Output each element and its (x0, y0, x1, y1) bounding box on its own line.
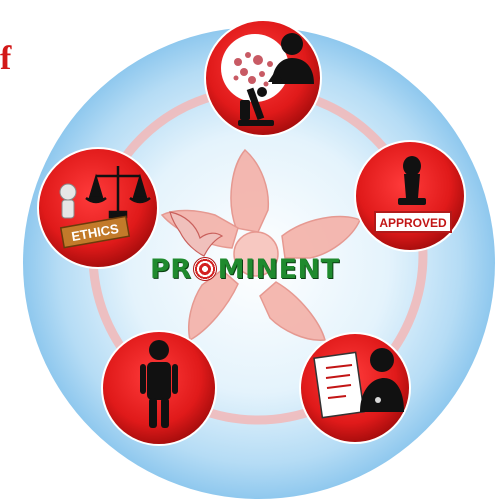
figure-icon (59, 183, 77, 219)
station-laboratory (204, 19, 322, 137)
ethics-board: ETHICS (59, 215, 131, 249)
dove-icon (169, 211, 224, 257)
station-approval: APPROVED (354, 140, 466, 252)
logo-text-end: MINENT (217, 254, 340, 285)
person-icon (140, 340, 178, 428)
approved-label: APPROVED (379, 216, 447, 230)
stamp-icon (398, 156, 426, 205)
logo-text-start: PR (150, 254, 192, 285)
station-ethics: ETHICS (37, 147, 159, 269)
microscope-icon (238, 87, 274, 126)
scientist-icon (268, 33, 314, 84)
bacteria-dots-icon (233, 52, 273, 87)
station-patient (101, 330, 217, 446)
prominent-logo: PR MINENT (150, 256, 340, 283)
approved-stamp-box (374, 211, 452, 233)
target-o-icon (192, 257, 217, 281)
station-clinician (299, 332, 411, 444)
doctor-clipboard-icon (313, 348, 404, 419)
partial-heading-letter: f (0, 40, 12, 77)
scales-icon (85, 166, 151, 219)
